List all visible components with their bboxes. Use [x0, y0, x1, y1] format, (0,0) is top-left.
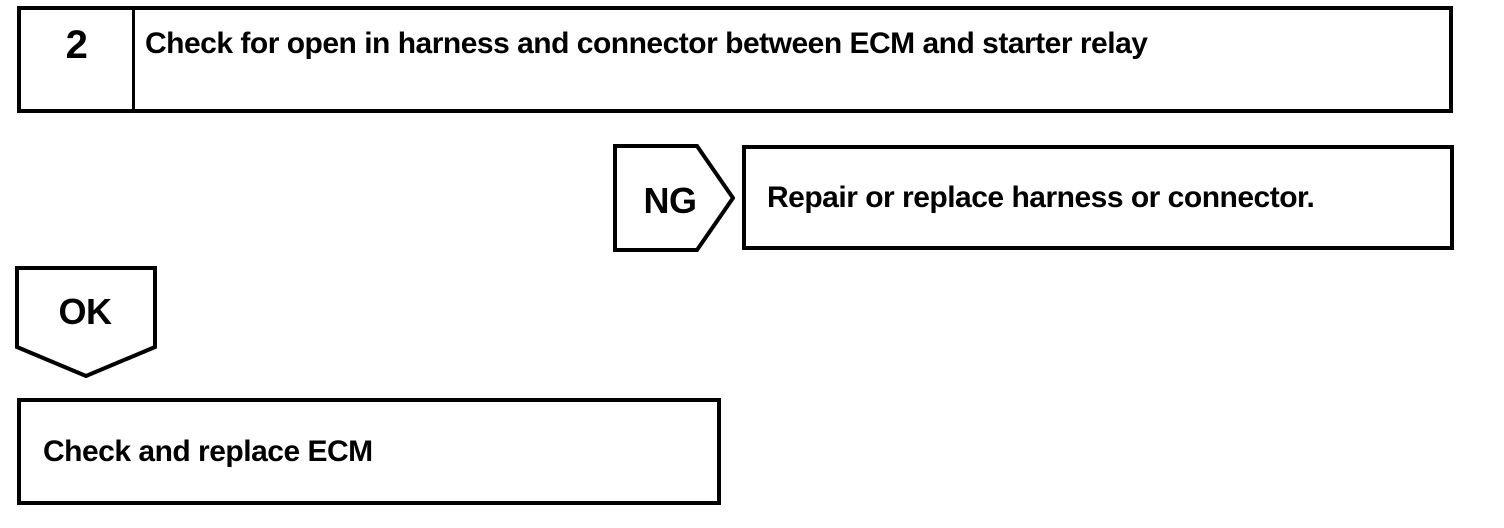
ng-action-box: Repair or replace harness or connector.: [742, 145, 1454, 250]
step-instruction: Check for open in harness and connector …: [145, 27, 1148, 60]
ok-connector: OK: [15, 266, 157, 379]
ok-label: OK: [58, 291, 113, 332]
ng-action-text: Repair or replace harness or connector.: [767, 181, 1315, 214]
pentagon-right-icon: [613, 144, 736, 252]
ok-action-text: Check and replace ECM: [43, 435, 373, 468]
pentagon-down-icon: [15, 266, 157, 379]
ng-label: NG: [643, 180, 698, 221]
step-number-cell: 2: [21, 10, 135, 109]
step-box: 2 Check for open in harness and connecto…: [17, 6, 1453, 113]
ok-action-box: Check and replace ECM: [17, 398, 721, 505]
ng-connector: NG: [613, 144, 736, 252]
step-number: 2: [65, 23, 88, 67]
